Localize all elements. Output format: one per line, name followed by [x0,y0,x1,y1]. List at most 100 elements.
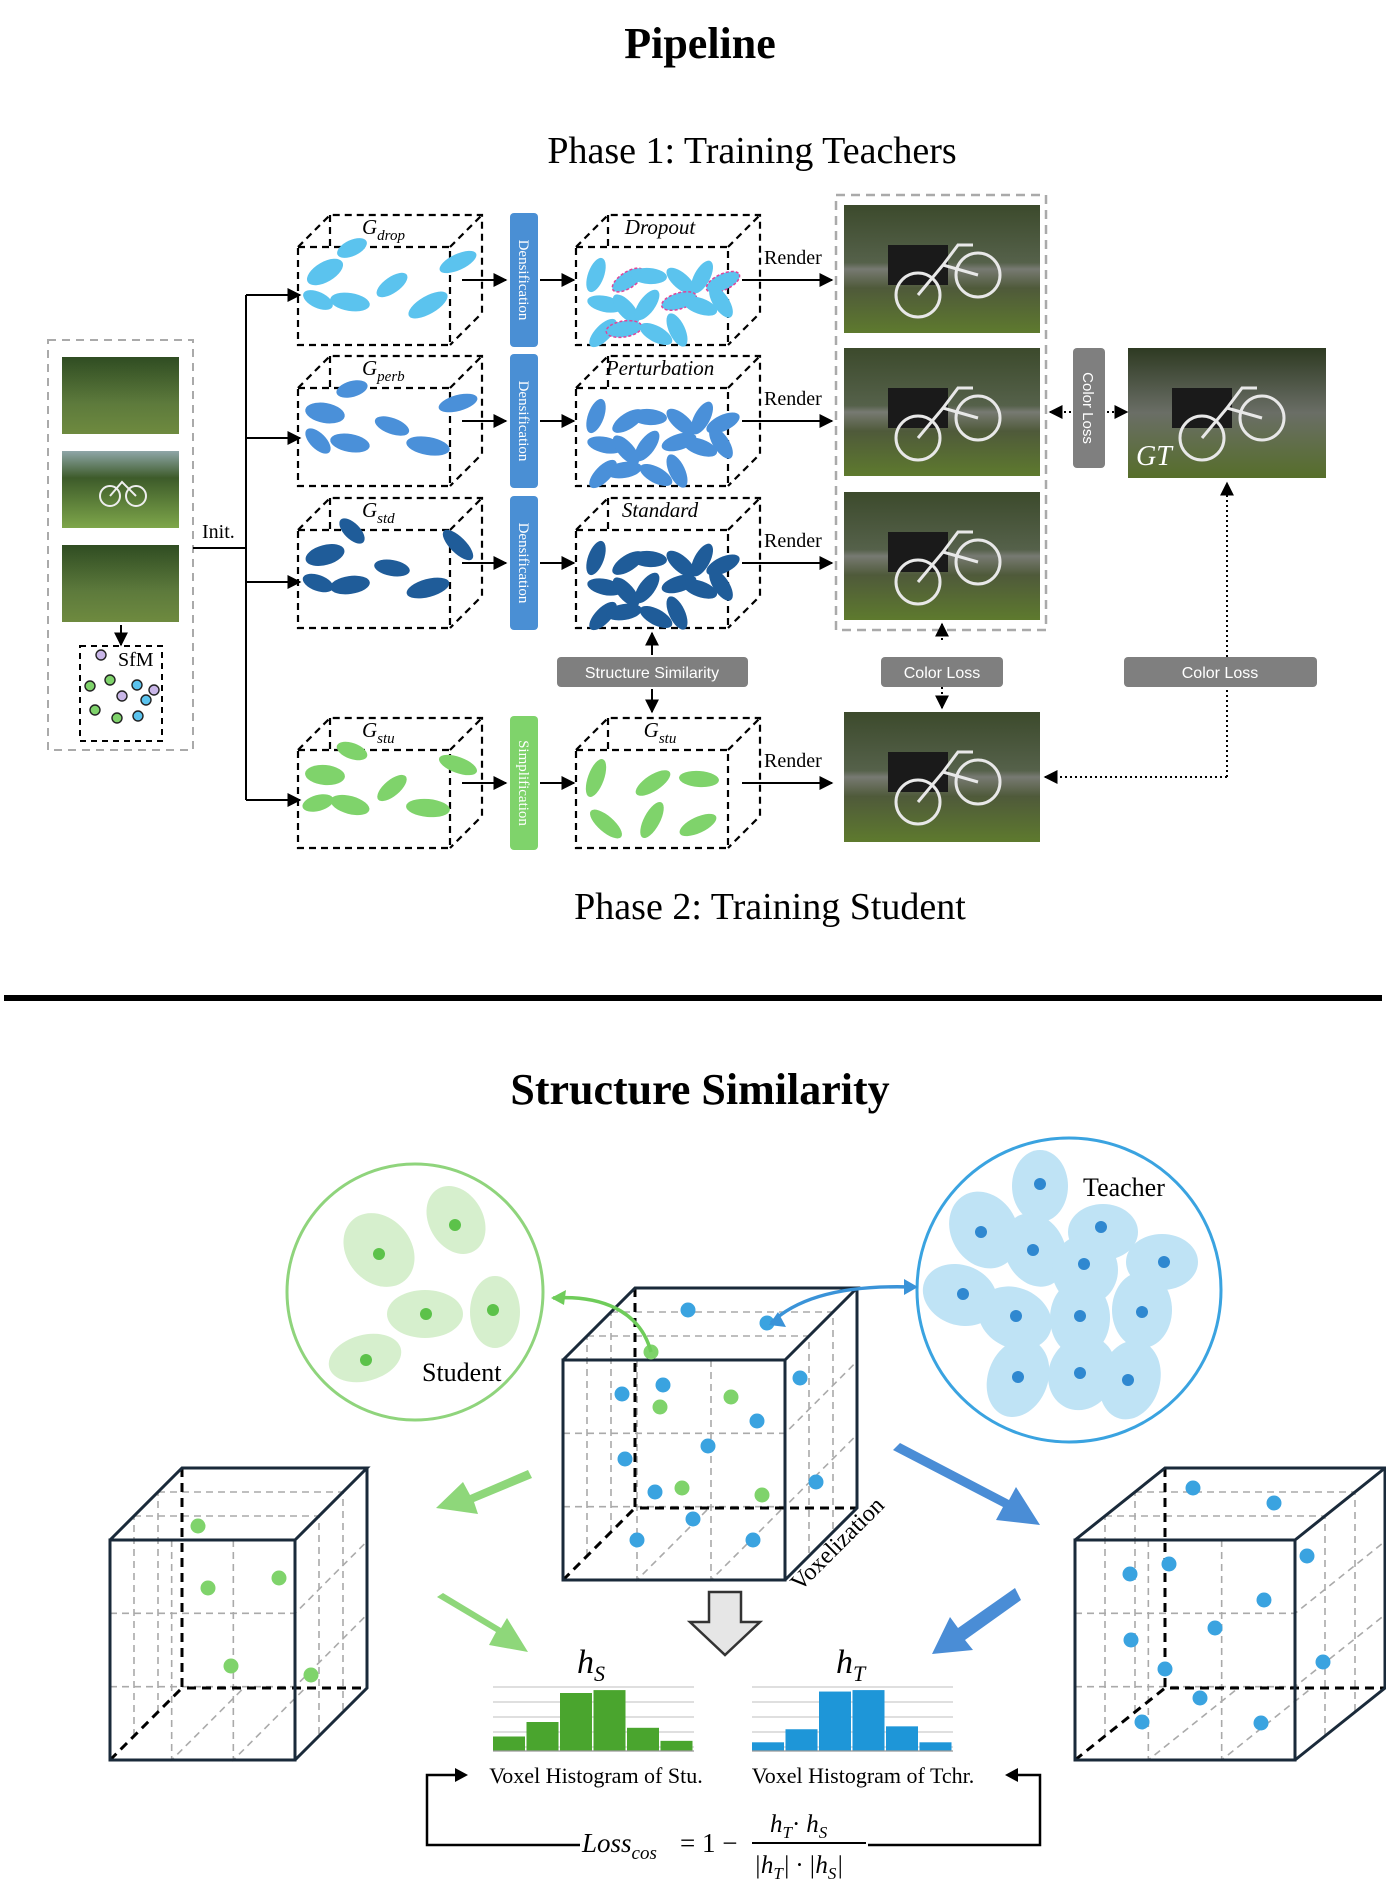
student-circle: Student [285,1162,545,1422]
voxel-cube-center-point-12 [647,1484,663,1500]
pipeline-title: Pipeline [624,19,776,68]
process-label-3: Simplification [515,740,531,826]
den-s1: T [773,1864,784,1881]
hs-symbol: h [577,1644,594,1681]
result-gaussian-2-10 [682,579,718,599]
render-label-3: Render [764,750,822,772]
result-gaussian-2-2 [631,550,667,568]
gaussian-1-4 [374,416,410,436]
den-s2: S [828,1864,837,1881]
result-gaussian-3-4 [640,801,664,839]
result-label-1: Perturbation [605,356,715,380]
result-gaussian-2-15 [666,596,688,630]
result-gaussian-1-0 [586,398,606,434]
histogram-teacher [752,1686,953,1752]
voxel-cube-center-point-11 [808,1474,824,1490]
bike-sketch-0 [888,243,1002,319]
phase2-title: Phase 2: Training Student [574,886,966,928]
hs-subscript: S [594,1661,605,1686]
ht-subscript: T [853,1661,867,1686]
histogram-student-bar-0 [493,1736,525,1751]
init-label: Init. [202,521,235,543]
voxel-cube-student-point-0 [190,1518,206,1534]
voxel-cube-center-point-7 [723,1389,739,1405]
source-gaussian-cube-0 [296,213,484,347]
loss-sub: cos [632,1843,657,1864]
process-label-2: Densification [515,523,531,604]
loss-word: Loss [581,1828,632,1858]
hist-tchr-label: Voxel Histogram of Tchr. [752,1763,975,1788]
render-label-0: Render [764,247,822,269]
voxel-cube-center-point-13 [674,1480,690,1496]
source-label-1: Gperb [362,356,405,385]
gaussian-3-0 [305,764,345,786]
input-image-2 [62,451,179,528]
arrow-center-to-teacher-cube [893,1443,1040,1525]
voxel-cube-student-point-4 [303,1667,319,1683]
num-h1: h [770,1811,783,1838]
process-badge-2 [510,496,538,630]
down-arrow-to-histograms [686,1590,764,1657]
voxel-cube-teacher-point-4 [1299,1548,1315,1564]
result-gaussian-cube-2 [574,496,762,630]
result-gaussian-2-3 [666,550,696,578]
result-gaussian-2-11 [709,569,733,601]
histogram-student-bar-2 [560,1693,592,1751]
result-gaussian-0-8 [634,289,660,321]
num-dot: · [792,1811,800,1838]
result-gaussian-2-4 [690,543,714,577]
color-loss-badge-2-label: Color Loss [1182,665,1258,682]
num-s2: S [819,1823,828,1842]
voxel-cube-student-point-1 [200,1580,216,1596]
render-label-2: Render [764,530,822,552]
gaussian-2-1 [339,518,365,544]
arrow-teacher-cube-to-hist [932,1588,1021,1654]
histogram-teacher-bar-3 [852,1690,885,1751]
result-gaussian-0-3 [666,267,696,295]
histogram-teacher-bar-1 [785,1729,818,1751]
voxel-cube-center-point-3 [792,1370,808,1386]
result-gaussian-cube-3 [574,716,762,850]
voxel-cube-teacher-point-7 [1123,1632,1139,1648]
den-open: |h [754,1852,773,1879]
phase1-title: Phase 1: Training Teachers [547,130,956,172]
gaussian-1-2 [305,428,331,454]
voxel-cube-center-point-6 [652,1399,668,1415]
process-label-1: Densification [515,381,531,462]
result-gaussian-0-7 [612,294,640,324]
svg-text:hT·hS: hT·hS [770,1811,828,1842]
result-gaussian-3-0 [585,759,607,797]
source-label-2: Gstd [362,498,395,527]
arrow-to-student [552,1295,653,1353]
histogram-student-bar-3 [593,1690,626,1751]
result-gaussian-cube-0 [574,213,762,347]
voxel-cube-teacher-point-10 [1192,1690,1208,1706]
result-gaussian-0-0 [586,257,606,293]
histogram-teacher-bar-4 [886,1726,918,1751]
structure-similarity-title: Structure Similarity [510,1065,889,1114]
svg-text:hT: hT [836,1644,867,1686]
result-gaussian-3-5 [679,813,717,837]
student-label: Student [422,1358,502,1387]
color-loss-badge-1 [881,657,1003,687]
voxel-cube-center-point-4 [614,1386,630,1402]
num-s1: T [783,1823,794,1842]
gaussian-3-4 [377,774,407,802]
loss-formula: Losscos = 1 − hT·hS |hT| · |hS| [581,1811,866,1881]
voxel-cube-teacher-point-8 [1157,1661,1173,1677]
histogram-student-bar-4 [627,1727,659,1751]
source-gaussian-cube-3 [296,716,484,850]
gaussian-1-3 [330,433,370,453]
teacher-circle: Teacher [915,1136,1223,1444]
result-gaussian-1-11 [709,427,733,459]
ht-symbol: h [836,1644,853,1681]
result-gaussian-3-2 [679,770,719,788]
gaussian-0-0 [306,258,344,286]
gaussian-3-3 [330,794,370,816]
result-gaussian-0-11 [709,286,733,318]
gaussian-3-6 [439,754,477,776]
render-label-1: Render [764,388,822,410]
result-label-0: Dropout [624,215,697,239]
gaussian-2-2 [302,573,334,593]
